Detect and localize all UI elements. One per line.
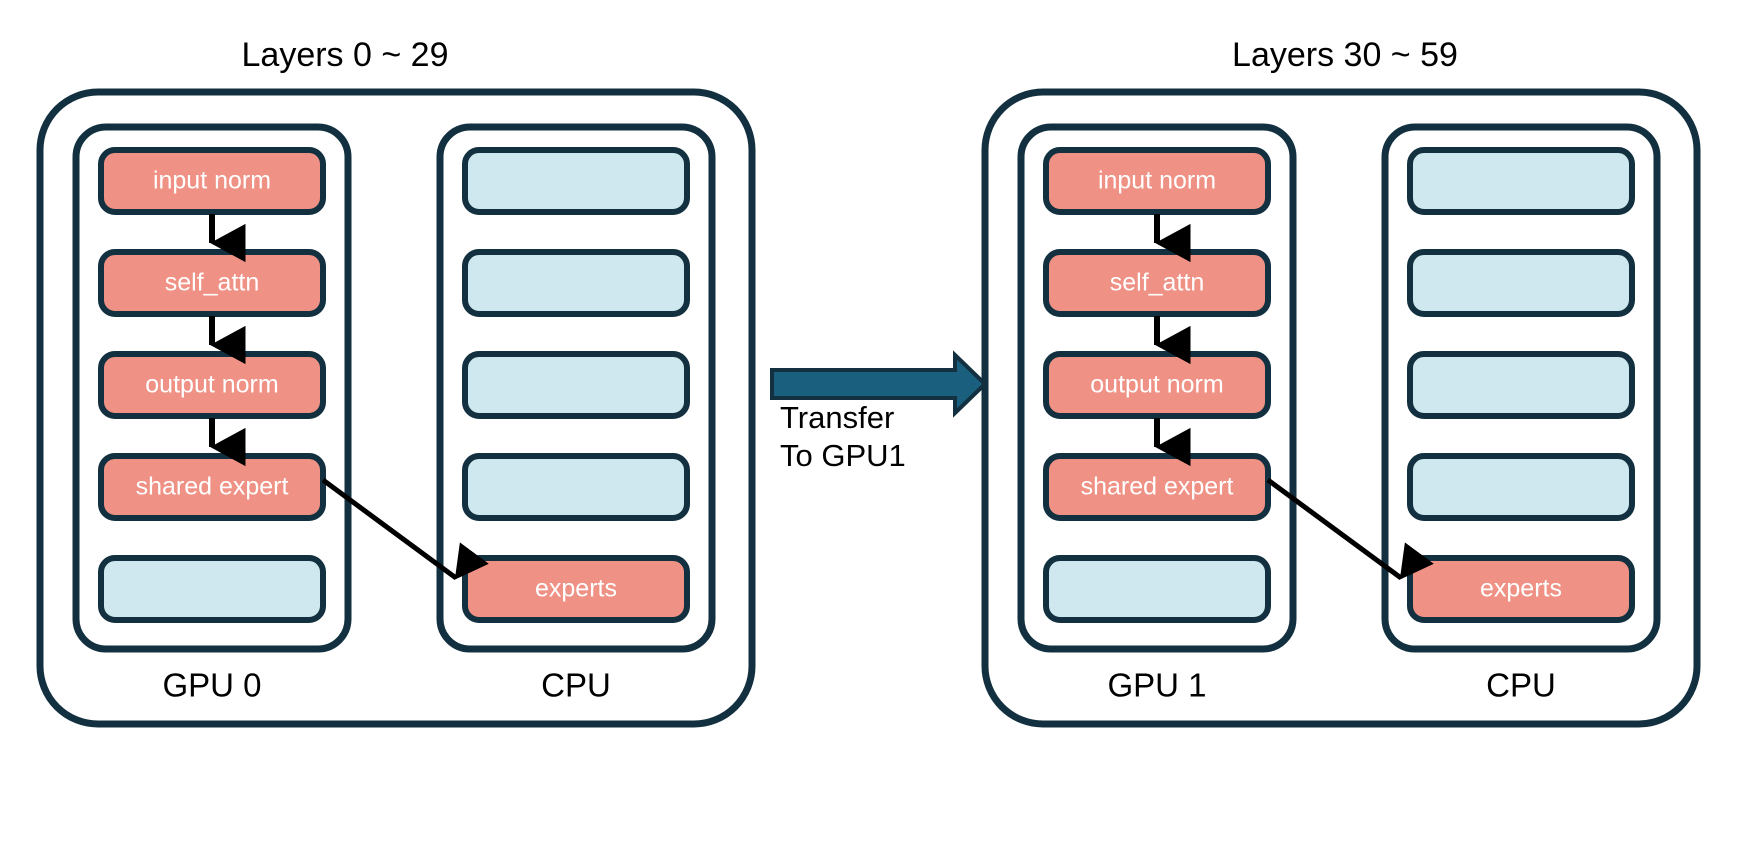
- device-label-gpu-left: GPU 0: [162, 667, 261, 704]
- panel-title-right: Layers 30 ~ 59: [1232, 36, 1458, 74]
- cpu-box-experts-left[interactable]: [462, 555, 690, 623]
- cpu-box-empty-3-left[interactable]: [462, 351, 690, 419]
- transfer-arrow-group: Transfer To GPU1: [770, 350, 988, 473]
- gpu-box-label-self-attn-right: self_attn: [1110, 269, 1205, 297]
- device-label-cpu-right: CPU: [1486, 667, 1556, 704]
- cpu-box-experts-right[interactable]: [1407, 555, 1635, 623]
- cpu-box-empty-4-left[interactable]: [462, 453, 690, 521]
- gpu-box-empty-right[interactable]: [1043, 555, 1271, 623]
- gpu-box-input-norm-left[interactable]: [98, 147, 326, 215]
- gpu-box-label-self-attn-left: self_attn: [165, 269, 260, 297]
- gpu-boxes-left: input norm self_attn output norm shared …: [98, 147, 326, 623]
- cpu-box-empty-1-right[interactable]: [1407, 147, 1635, 215]
- cpu-boxes-left: experts: [462, 147, 690, 623]
- gpu-box-label-input-norm-left: input norm: [153, 167, 271, 195]
- gpu-box-input-norm-right[interactable]: [1043, 147, 1271, 215]
- cpu-box-label-experts-right: experts: [1480, 575, 1562, 603]
- cpu-box-empty-3-right[interactable]: [1407, 351, 1635, 419]
- cpu-box-empty-2-right[interactable]: [1407, 249, 1635, 317]
- gpu-box-empty-left[interactable]: [98, 555, 326, 623]
- gpu-boxes-right: input norm self_attn output norm shared …: [1043, 147, 1271, 623]
- cpu-box-label-experts-left: experts: [535, 575, 617, 603]
- cpu-boxes-right: experts: [1407, 147, 1635, 623]
- gpu-box-label-input-norm-right: input norm: [1098, 167, 1216, 195]
- gpu-box-label-shared-expert-right: shared expert: [1081, 473, 1234, 501]
- cpu-box-empty-2-left[interactable]: [462, 249, 690, 317]
- device-label-gpu-right: GPU 1: [1107, 667, 1206, 704]
- dispatch-arrow-left: [321, 477, 489, 581]
- dispatch-arrow-right: [1266, 477, 1434, 581]
- cpu-box-empty-1-left[interactable]: [462, 147, 690, 215]
- panel-title-left: Layers 0 ~ 29: [242, 36, 449, 74]
- device-label-cpu-left: CPU: [541, 667, 611, 704]
- transfer-arrow-icon: [770, 350, 988, 418]
- cpu-box-empty-4-right[interactable]: [1407, 453, 1635, 521]
- gpu-box-label-output-norm-right: output norm: [1090, 371, 1223, 399]
- gpu-box-label-output-norm-left: output norm: [145, 371, 278, 399]
- transfer-label-line2: To GPU1: [780, 438, 906, 473]
- transfer-label-line1: Transfer: [780, 400, 894, 435]
- gpu-box-label-shared-expert-left: shared expert: [136, 473, 289, 501]
